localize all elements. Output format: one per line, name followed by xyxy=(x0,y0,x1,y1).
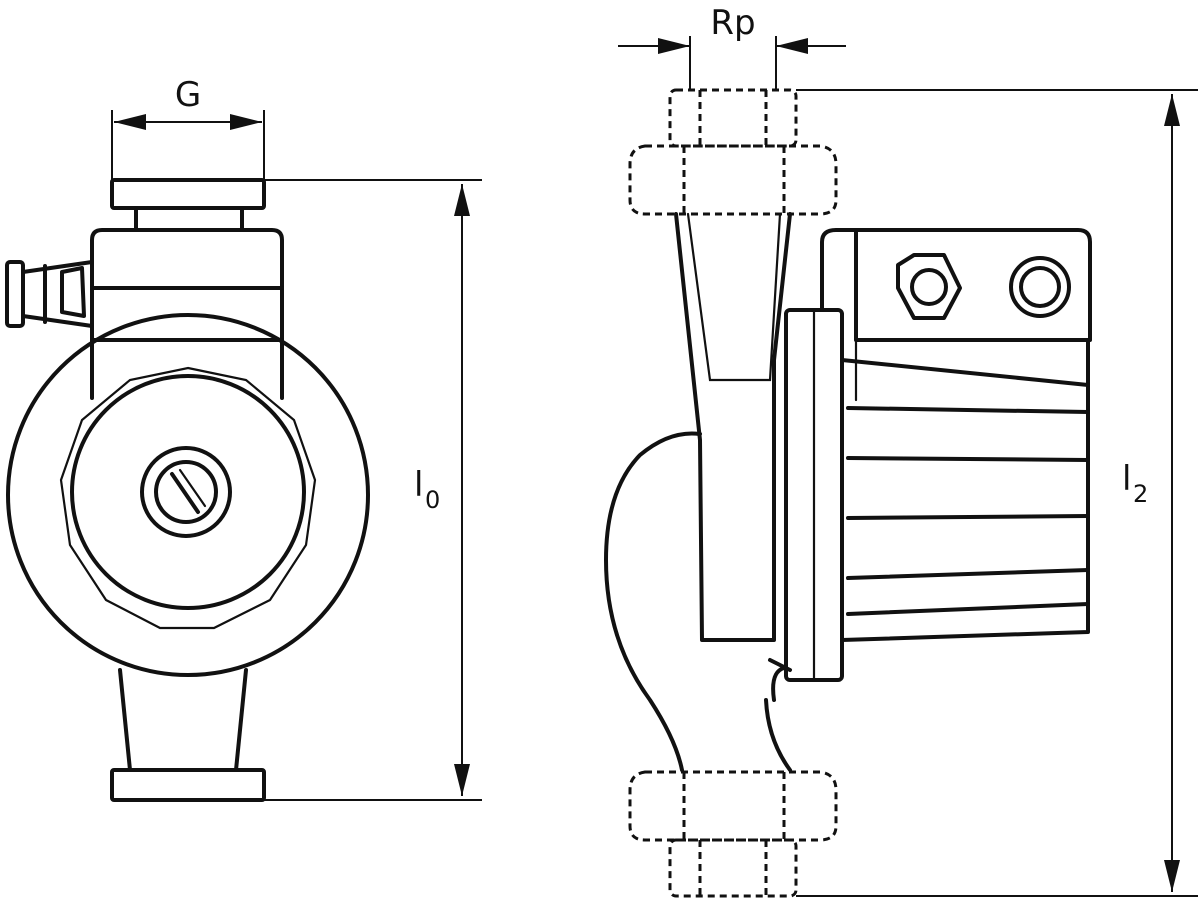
dimension-rp: Rp xyxy=(618,3,846,90)
dimension-g: G xyxy=(111,75,265,180)
round-plug-icon xyxy=(1009,256,1071,318)
label-rp: Rp xyxy=(710,3,755,43)
pump-side-view xyxy=(604,88,1092,898)
bottom-union-dashed xyxy=(628,770,838,898)
dimension-l0: l 0 xyxy=(264,179,482,801)
vent-screw-icon xyxy=(140,446,232,538)
label-g: G xyxy=(175,75,201,115)
label-l2-subscript: 2 xyxy=(1133,480,1148,508)
label-l0-main: l xyxy=(414,465,423,505)
pump-front-view xyxy=(5,178,370,802)
dimension-l2: l 2 xyxy=(796,89,1198,897)
hex-nut-icon xyxy=(896,253,962,320)
label-l0-subscript: 0 xyxy=(425,486,440,514)
label-l2-main: l xyxy=(1122,459,1131,499)
top-union-dashed xyxy=(628,88,838,216)
cable-gland-icon xyxy=(5,260,94,328)
